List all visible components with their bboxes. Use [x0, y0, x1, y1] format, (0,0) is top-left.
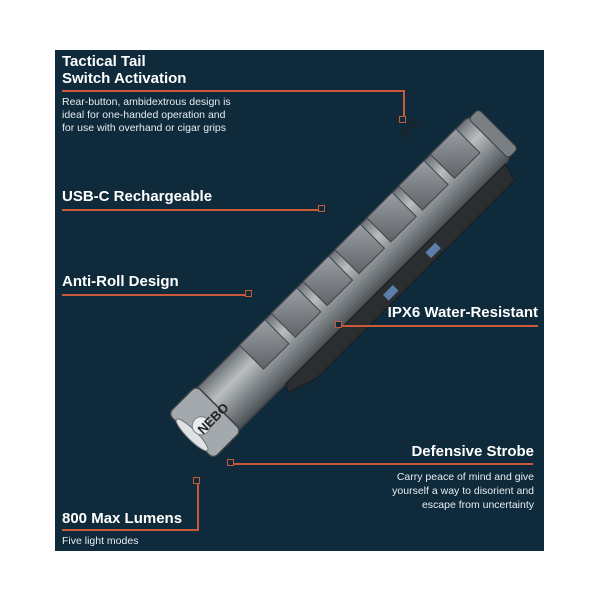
lumens-marker	[193, 477, 200, 484]
ipx6-marker	[335, 321, 342, 328]
usb-c-line	[62, 209, 321, 211]
usb-c-marker	[318, 205, 325, 212]
lumens-desc: Five light modes	[62, 535, 139, 547]
tail-switch-underline	[62, 90, 404, 92]
tail-switch-leader	[403, 90, 405, 119]
strobe-desc-1: Carry peace of mind and give	[396, 471, 534, 483]
lumens-title: 800 Max Lumens	[62, 510, 183, 527]
anti-roll-line	[62, 294, 248, 296]
tail-switch-title-1: Tactical Tail	[62, 53, 146, 70]
lumens-underline	[62, 529, 199, 531]
ipx6-title: IPX6 Water-Resistant	[387, 304, 538, 321]
ipx6-line	[340, 325, 538, 327]
usb-c-title: USB-C Rechargeable	[62, 188, 213, 205]
strobe-marker	[227, 459, 234, 466]
tail-switch-title-2: Switch Activation	[62, 70, 187, 87]
product-feature-panel: NEBO IPX6 Tactical Tail Switch Activatio…	[55, 50, 544, 551]
strobe-line	[232, 463, 533, 465]
strobe-desc-2: yourself a way to disorient and	[392, 485, 534, 497]
tail-switch-desc-1: Rear-button, ambidextrous design is	[62, 96, 231, 108]
strobe-desc-3: escape from uncertainty	[421, 499, 534, 511]
tail-switch-marker	[399, 116, 406, 123]
anti-roll-marker	[245, 290, 252, 297]
tail-switch-desc-2: ideal for one-handed operation and	[62, 109, 226, 121]
anti-roll-title: Anti-Roll Design	[62, 273, 179, 290]
lumens-leader	[197, 483, 199, 529]
strobe-title: Defensive Strobe	[411, 443, 534, 460]
flashlight-illustration: NEBO IPX6	[169, 110, 517, 458]
tail-switch-desc-3: for use with overhand or cigar grips	[62, 122, 226, 134]
